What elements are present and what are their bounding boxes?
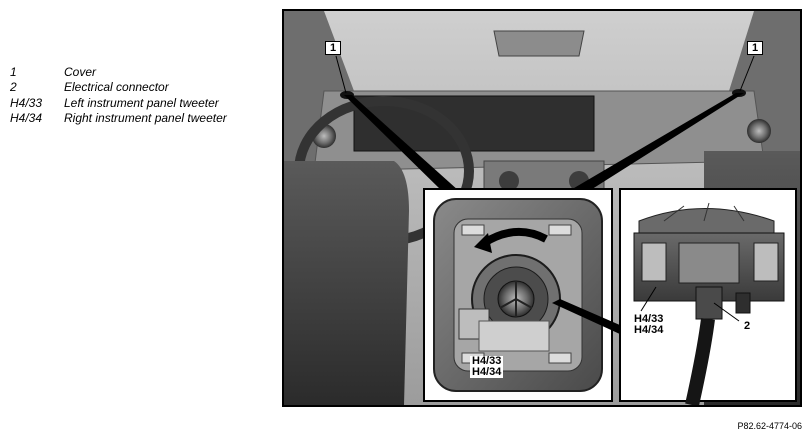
side-vent-right — [747, 119, 771, 143]
label-h4-33: H4/33 — [634, 313, 664, 325]
legend-item-text: Electrical connector — [64, 80, 169, 95]
legend-item: 1 Cover — [10, 64, 280, 80]
legend-item-number: H4/34 — [10, 111, 43, 126]
label-h4-34: H4/34 — [634, 324, 664, 336]
label-h4-34: H4/34 — [472, 366, 502, 378]
legend-item: H4/34 Right instrument panel tweeter — [10, 111, 280, 127]
legend-item: H4/33 Left instrument panel tweeter — [10, 95, 280, 111]
callout-cover-left: 1 — [325, 41, 341, 55]
legend-item: 2 Electrical connector — [10, 80, 280, 96]
technical-figure: 1 1 H4/33 H4/34 H4/33 H4/34 2 — [282, 9, 802, 407]
rotate-arrow — [481, 227, 548, 247]
legend-item-number: 1 — [10, 64, 17, 79]
figure-code: P82.62-4774-06 — [737, 421, 802, 431]
leader-line — [739, 55, 755, 92]
legend-item-text: Right instrument panel tweeter — [64, 111, 227, 126]
clip — [461, 224, 485, 236]
legend-item-text: Cover — [64, 64, 97, 79]
leader-line — [640, 286, 657, 312]
legend-item-number: H4/33 — [10, 95, 43, 110]
callout-detail-left: H4/33 H4/34 — [470, 355, 504, 378]
vent — [499, 171, 519, 191]
legend-item-text: Left instrument panel tweeter — [64, 95, 219, 110]
leader-line — [335, 55, 347, 94]
figure-illustration — [284, 11, 800, 405]
cable — [685, 318, 715, 405]
detail-panel-cover — [423, 188, 613, 402]
electrical-connector — [695, 286, 723, 320]
zoom-wedge-left — [344, 95, 459, 191]
detail-panel-tweeter — [619, 188, 797, 405]
legend-item-number: 2 — [10, 80, 17, 95]
mirror — [493, 30, 585, 57]
zoom-wedge-detail — [552, 299, 629, 335]
label-h4-33: H4/33 — [472, 355, 502, 367]
leader-line — [713, 302, 740, 322]
callout-cover-right: 1 — [747, 41, 763, 55]
zoom-wedge-right — [569, 93, 744, 191]
seat-left — [284, 161, 409, 405]
legend: 1 Cover 2 Electrical connector H4/33 Lef… — [10, 64, 280, 126]
callout-connector: 2 — [742, 320, 753, 332]
callout-detail-right: H4/33 H4/34 — [632, 313, 666, 336]
clip — [548, 352, 572, 364]
clip — [548, 224, 572, 236]
